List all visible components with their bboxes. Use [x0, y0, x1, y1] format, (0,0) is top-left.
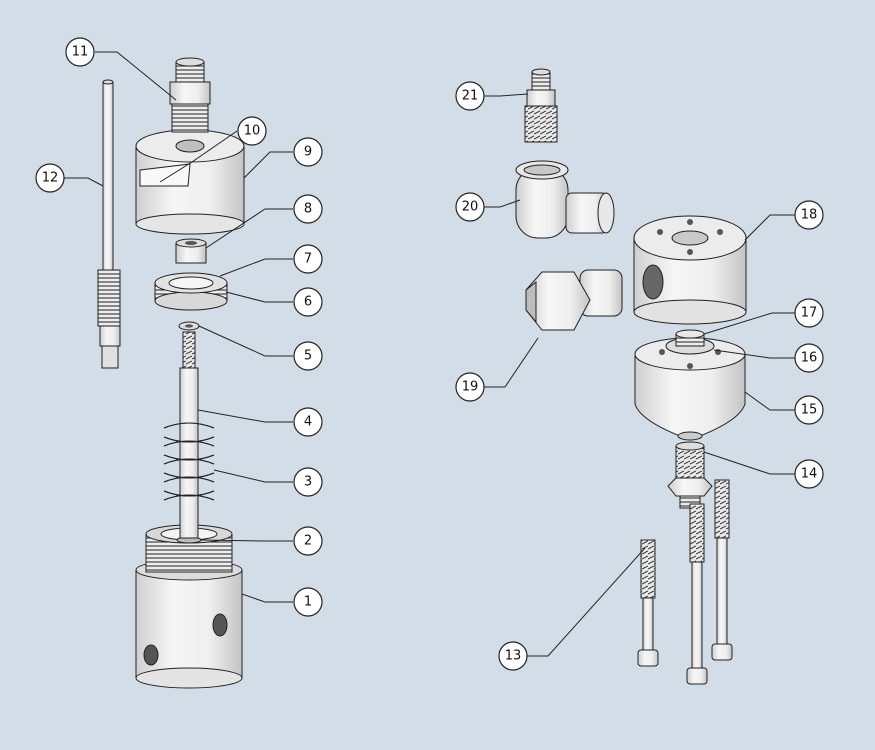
svg-text:20: 20 — [462, 200, 479, 215]
svg-text:14: 14 — [801, 467, 818, 482]
callout-13: 13 — [498, 641, 528, 671]
callout-11: 11 — [65, 37, 95, 67]
part-5-washer — [178, 321, 200, 331]
callout-18: 18 — [794, 200, 824, 230]
part-1-body — [135, 524, 243, 689]
part-12-probe — [97, 79, 121, 369]
callout-4: 4 — [293, 407, 323, 437]
callout-1: 1 — [293, 587, 323, 617]
part-6-7-seal — [154, 272, 228, 311]
svg-text:1: 1 — [304, 595, 312, 610]
callout-2: 2 — [293, 526, 323, 556]
svg-text:5: 5 — [304, 349, 312, 364]
callout-17: 17 — [794, 298, 824, 328]
svg-text:12: 12 — [42, 171, 59, 186]
part-14-fitting — [667, 441, 713, 509]
svg-text:17: 17 — [801, 306, 818, 321]
svg-text:18: 18 — [801, 208, 818, 223]
part-11-fitting — [169, 57, 211, 133]
part-20-elbow — [515, 160, 615, 239]
callout-20: 20 — [455, 192, 485, 222]
part-4-stem — [179, 331, 199, 539]
part-3-spring — [163, 422, 215, 501]
callout-21: 21 — [455, 81, 485, 111]
callout-8: 8 — [293, 194, 323, 224]
svg-text:10: 10 — [244, 124, 261, 139]
callout-6: 6 — [293, 287, 323, 317]
svg-text:9: 9 — [304, 145, 312, 160]
callout-7: 7 — [293, 244, 323, 274]
part-21-fitting — [524, 68, 558, 143]
svg-text:11: 11 — [72, 45, 89, 60]
callout-9: 9 — [293, 137, 323, 167]
part-16-17-fitting-top — [665, 329, 715, 355]
callout-19: 19 — [455, 372, 485, 402]
part-9-cap — [135, 129, 245, 235]
svg-text:4: 4 — [304, 415, 312, 430]
callout-5: 5 — [293, 341, 323, 371]
svg-text:8: 8 — [304, 202, 312, 217]
svg-text:21: 21 — [462, 89, 479, 104]
callout-12: 12 — [35, 163, 65, 193]
part-19-hex-fitting — [525, 269, 623, 331]
svg-text:3: 3 — [304, 475, 312, 490]
callout-10: 10 — [237, 116, 267, 146]
svg-text:19: 19 — [462, 380, 479, 395]
callout-3: 3 — [293, 467, 323, 497]
callout-16: 16 — [794, 343, 824, 373]
svg-text:15: 15 — [801, 403, 818, 418]
svg-text:16: 16 — [801, 351, 818, 366]
callout-15: 15 — [794, 395, 824, 425]
part-8-nut — [175, 238, 207, 264]
callout-14: 14 — [794, 459, 824, 489]
leader-lines — [64, 51, 795, 657]
part-13-bolts — [637, 479, 733, 685]
svg-text:6: 6 — [304, 295, 312, 310]
svg-text:7: 7 — [304, 252, 312, 267]
svg-text:13: 13 — [505, 649, 522, 664]
part-18-housing — [633, 215, 747, 325]
svg-text:2: 2 — [304, 534, 312, 549]
